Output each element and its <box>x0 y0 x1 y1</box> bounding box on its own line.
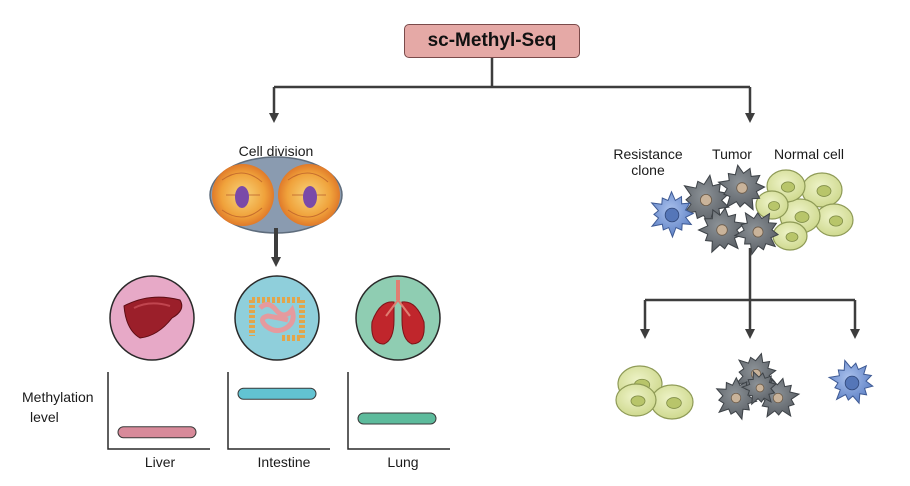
normal-cell <box>755 190 789 220</box>
lung-circle <box>355 275 441 361</box>
methylation-bar-lung <box>357 412 437 425</box>
normal-cell <box>615 383 657 417</box>
dividing-cell-icon <box>209 156 343 234</box>
resistance-clone-label-line2: clone <box>631 162 665 178</box>
resistance-cell <box>827 359 874 405</box>
normal-cell <box>772 221 808 251</box>
organ-label-intestine: Intestine <box>257 454 311 470</box>
tumor-cell <box>717 164 766 211</box>
top-connectors <box>269 58 755 123</box>
normal-cell-label: Normal cell <box>773 146 845 162</box>
methylation-bars <box>117 387 437 439</box>
methylation-axes <box>107 372 450 450</box>
methylation-bar-liver <box>117 426 197 439</box>
tumor-label: Tumor <box>712 146 752 162</box>
separated-cell-groups <box>615 352 874 421</box>
bottom-connectors <box>640 248 860 339</box>
y-axis-label-line2: level <box>30 409 59 425</box>
methylation-bar-intestine <box>237 387 317 400</box>
normal-cell <box>814 203 854 237</box>
tumor-cell <box>697 206 746 254</box>
resistance-clone-label-line1: Resistance <box>613 146 683 162</box>
sc-methyl-seq-title: sc-Methyl-Seq <box>404 24 580 58</box>
y-axis-label-line1: Methylation <box>22 389 94 405</box>
resistance-cell <box>650 190 695 239</box>
cell-division-label: Cell division <box>238 143 314 159</box>
mixed-tumor-population <box>650 164 854 256</box>
tumor-cell <box>733 211 780 256</box>
intestine-circle <box>234 275 320 361</box>
tumor-cell <box>740 370 777 406</box>
organ-label-liver: Liver <box>144 454 176 470</box>
normal-cell <box>650 384 694 420</box>
liver-circle <box>109 275 195 361</box>
organ-label-lung: Lung <box>387 454 419 470</box>
